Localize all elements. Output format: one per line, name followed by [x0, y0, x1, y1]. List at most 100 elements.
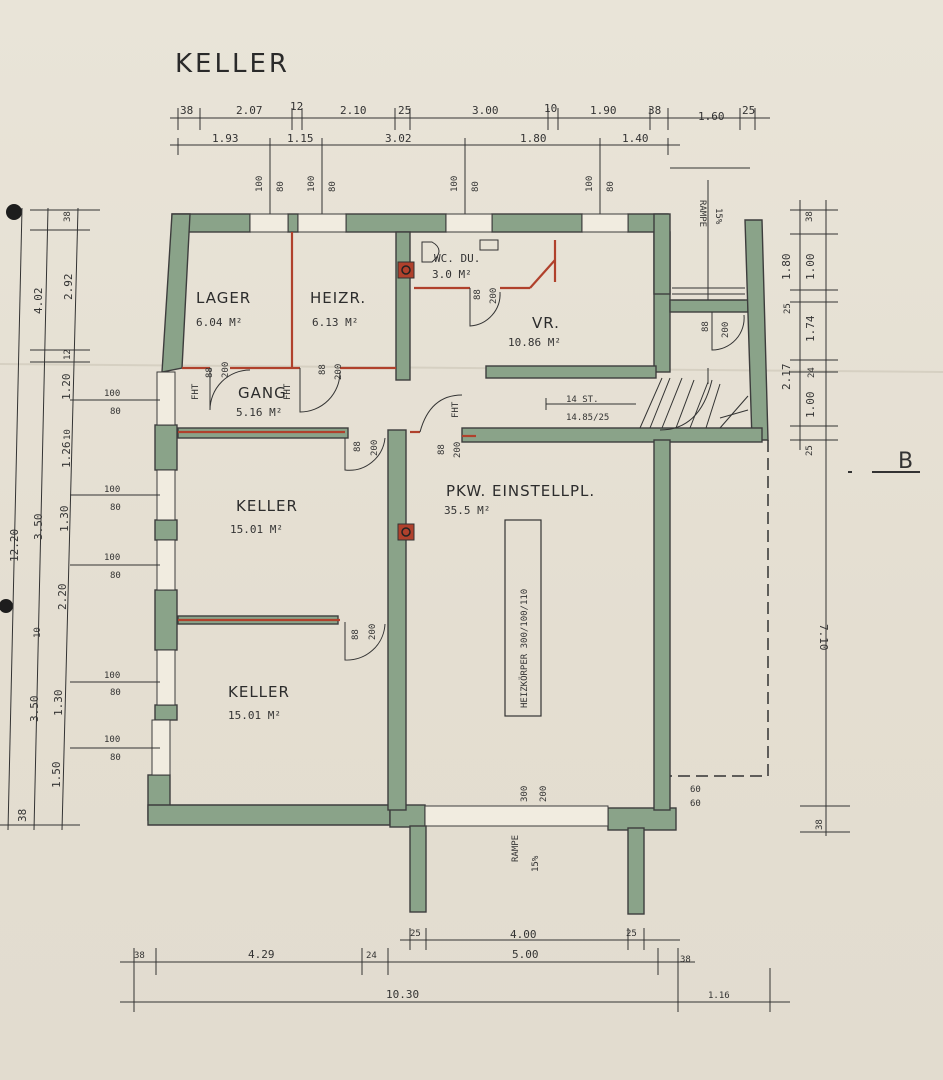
heizkoerper-label: HEIZKÖRPER 300/100/110 — [519, 589, 530, 708]
dim-label: 25 — [783, 303, 793, 314]
dim-label: 3.50 — [32, 514, 45, 541]
door-height: 200 — [721, 322, 731, 338]
dim-label: 1.00 — [804, 392, 817, 419]
binder-hole-icon — [0, 599, 13, 613]
stairs: 14 ST. 14.85/25 — [545, 368, 749, 431]
dim-label: 38 — [63, 211, 73, 222]
dim-label: 4.00 — [510, 928, 537, 941]
window-width: 100 — [104, 735, 120, 745]
dim-label: 2.20 — [56, 584, 69, 611]
dim-label: 4.02 — [32, 288, 45, 315]
garage-door-height: 200 — [539, 786, 549, 802]
dim-label: 12 — [290, 100, 303, 113]
ramp-outline — [670, 440, 769, 777]
door-width: 88 — [205, 367, 215, 378]
left-dimensions: 12.20 4.02 3.50 3.50 38 38 2.92 12 1.20 … — [0, 207, 160, 831]
dim-label: 1.90 — [590, 104, 617, 117]
door-width: 88 — [437, 444, 447, 455]
dim-label: 1.74 — [804, 315, 817, 342]
corner-dim: 60 — [690, 799, 701, 809]
window-width: 100 — [307, 176, 317, 192]
window-width: 100 — [104, 553, 120, 563]
dim-label: 10 — [33, 627, 43, 638]
binder-hole-icon — [6, 204, 22, 220]
dim-label: 25 — [626, 929, 637, 939]
dim-label: 25 — [398, 104, 411, 117]
dim-label: 3.50 — [28, 696, 41, 723]
door-width: 88 — [473, 289, 483, 300]
dim-label: 1.93 — [212, 132, 239, 145]
door-width: 88 — [351, 629, 361, 640]
room-area-keller2: 15.01 M² — [228, 709, 281, 722]
dim-label: 2.17 — [780, 364, 793, 391]
dim-label: 1.15 — [287, 132, 314, 145]
room-area-keller1: 15.01 M² — [230, 523, 283, 536]
door-width: 88 — [353, 441, 363, 452]
room-area-gang: 5.16 M² — [236, 406, 282, 419]
doors: FHT FHT FHT 88 200 88 200 88 200 88 200 … — [191, 239, 745, 661]
top-dimensions: 38 2.07 12 2.10 25 3.00 10 1.90 38 1.60 … — [170, 100, 770, 155]
window-width: 100 — [104, 389, 120, 399]
section-marker: B — [848, 449, 920, 474]
ramp-label: RAMPE — [697, 200, 707, 227]
window-height: 80 — [471, 181, 481, 192]
window-height: 80 — [110, 407, 121, 417]
door-fh-label: FHT — [283, 383, 293, 400]
dim-label: 3.00 — [472, 104, 499, 117]
window-height: 80 — [110, 571, 121, 581]
dim-label: 12 — [63, 349, 73, 360]
dim-label: 2.07 — [236, 104, 263, 117]
dim-label: 1.50 — [50, 762, 63, 789]
dim-label: 1.80 — [780, 254, 793, 281]
dim-label: 25 — [742, 104, 755, 117]
window-height: 80 — [110, 753, 121, 763]
door-fh-label: FHT — [451, 401, 461, 418]
door-height: 200 — [453, 442, 463, 458]
room-area-lager: 6.04 M² — [196, 316, 242, 329]
ramp-slope: 15% — [713, 208, 723, 225]
door-width: 88 — [318, 364, 328, 375]
room-area-pkw: 35.5 M² — [444, 504, 490, 517]
room-area-wc: 3.0 M² — [432, 268, 472, 281]
partition-walls — [178, 232, 557, 622]
stairs-count: 14 ST. — [566, 395, 599, 405]
ramp-label: RAMPE — [511, 835, 521, 862]
dim-label: 1.40 — [622, 132, 649, 145]
dim-label: 7.10 — [817, 624, 830, 651]
ramp-slope: 15% — [531, 855, 541, 872]
dim-label: 1.80 — [520, 132, 547, 145]
dim-label: 38 — [805, 211, 815, 222]
dim-label: 3.02 — [385, 132, 412, 145]
room-name-keller2: KELLER — [228, 683, 290, 701]
dim-label: 25 — [805, 445, 815, 456]
window-width: 100 — [104, 671, 120, 681]
room-name-gang: GANG — [238, 384, 287, 402]
dim-label: 2.10 — [340, 104, 367, 117]
window-height: 80 — [606, 181, 616, 192]
dim-label: 38 — [680, 955, 691, 965]
dim-label: 10.30 — [386, 988, 419, 1001]
room-name-pkw: PKW. EINSTELLPL. — [446, 482, 595, 500]
door-height: 200 — [489, 288, 499, 304]
heizkoerper: HEIZKÖRPER 300/100/110 — [504, 519, 542, 717]
room-name-keller1: KELLER — [236, 497, 298, 515]
window-height: 80 — [110, 503, 121, 513]
top-window-sizes: 100 80 100 80 100 80 100 80 — [255, 150, 616, 215]
window-width: 100 — [585, 176, 595, 192]
door-fh-label: FHT — [191, 383, 201, 400]
room-name-wc: WC. DU. — [434, 252, 480, 265]
door-height: 200 — [221, 362, 231, 378]
room-labels: LAGER 6.04 M² HEIZR. 6.13 M² WC. DU. 3.0… — [196, 252, 595, 722]
dim-label: 38 — [16, 809, 29, 822]
room-area-heizr: 6.13 M² — [312, 316, 358, 329]
room-area-vr: 10.86 M² — [508, 336, 561, 349]
corner-dim: 60 — [690, 785, 701, 795]
fold-line — [0, 363, 943, 373]
dim-label: 1.16 — [708, 991, 730, 1001]
dim-label: 38 — [134, 951, 145, 961]
dim-label: 12.20 — [8, 529, 21, 562]
dim-label: 10 — [63, 429, 73, 440]
page-title: KELLER — [175, 49, 290, 79]
